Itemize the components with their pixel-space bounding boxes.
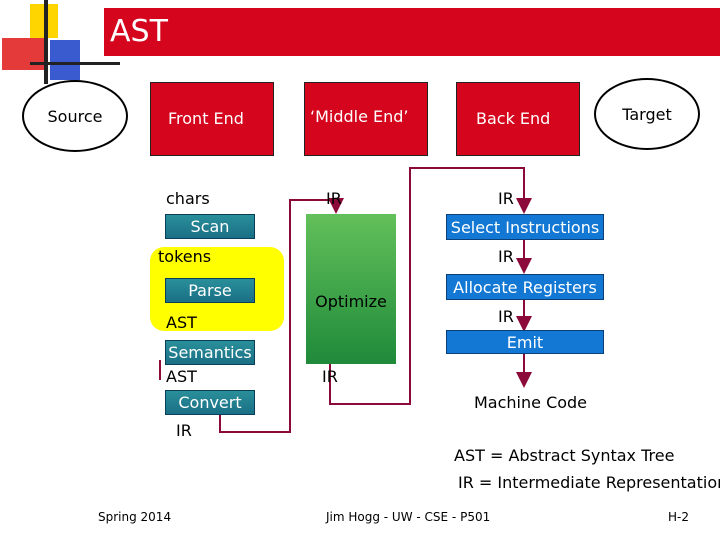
deco-horizontal-line bbox=[30, 62, 120, 65]
footer-date: Spring 2014 bbox=[98, 510, 172, 524]
ir-after-select-label: IR bbox=[498, 247, 514, 266]
target-label: Target bbox=[622, 104, 672, 124]
ir-middle-out-label: IR bbox=[322, 367, 338, 386]
middle-end-box bbox=[304, 82, 428, 156]
legend-ir-definition: IR = Intermediate Representation bbox=[458, 473, 720, 492]
ast-label-1: AST bbox=[166, 313, 197, 332]
target-ellipse: Target bbox=[594, 78, 700, 150]
parse-box: Parse bbox=[165, 278, 255, 303]
chars-label: chars bbox=[166, 189, 210, 208]
convert-box: Convert bbox=[165, 390, 255, 415]
convert-label: Convert bbox=[178, 393, 242, 412]
arrow-convert-to-optimize bbox=[219, 198, 344, 433]
optimize-label: Optimize bbox=[315, 292, 387, 311]
footer-author: Jim Hogg - UW - CSE - P501 bbox=[326, 510, 491, 524]
source-ellipse: Source bbox=[22, 80, 128, 152]
back-end-label: Back End bbox=[476, 109, 551, 128]
footer-page-number: H-2 bbox=[668, 510, 689, 524]
emit-box: Emit bbox=[446, 330, 604, 354]
ast-label-2: AST bbox=[166, 367, 197, 386]
legend-ast-definition: AST = Abstract Syntax Tree bbox=[454, 446, 675, 465]
ir-after-alloc-label: IR bbox=[498, 307, 514, 326]
semantics-label: Semantics bbox=[168, 343, 252, 362]
deco-vertical-line bbox=[44, 0, 48, 84]
parse-label: Parse bbox=[188, 281, 232, 300]
emit-label: Emit bbox=[506, 332, 544, 352]
ir-back-in-label: IR bbox=[498, 189, 514, 208]
front-end-label: Front End bbox=[168, 109, 244, 128]
allocate-registers-label: Allocate Registers bbox=[453, 277, 597, 297]
source-label: Source bbox=[47, 106, 103, 126]
select-instructions-label: Select Instructions bbox=[450, 217, 600, 237]
optimize-box: Optimize bbox=[306, 214, 396, 364]
tokens-label: tokens bbox=[158, 247, 212, 266]
ir-front-out-label: IR bbox=[176, 421, 192, 440]
scan-label: Scan bbox=[190, 217, 230, 236]
back-end-box bbox=[456, 82, 580, 156]
page-title: AST bbox=[110, 14, 168, 49]
title-bar bbox=[104, 8, 720, 56]
ir-middle-in-label: IR bbox=[326, 189, 342, 208]
semantics-box: Semantics bbox=[165, 340, 255, 365]
select-instructions-box: Select Instructions bbox=[446, 214, 604, 240]
machine-code-label: Machine Code bbox=[474, 393, 588, 412]
scan-box: Scan bbox=[165, 214, 255, 239]
arrow-optimize-to-select bbox=[329, 167, 532, 405]
middle-end-label: ‘Middle End’ bbox=[310, 107, 409, 126]
allocate-registers-box: Allocate Registers bbox=[446, 274, 604, 300]
front-end-box bbox=[150, 82, 274, 156]
deco-blue-square bbox=[50, 40, 80, 80]
